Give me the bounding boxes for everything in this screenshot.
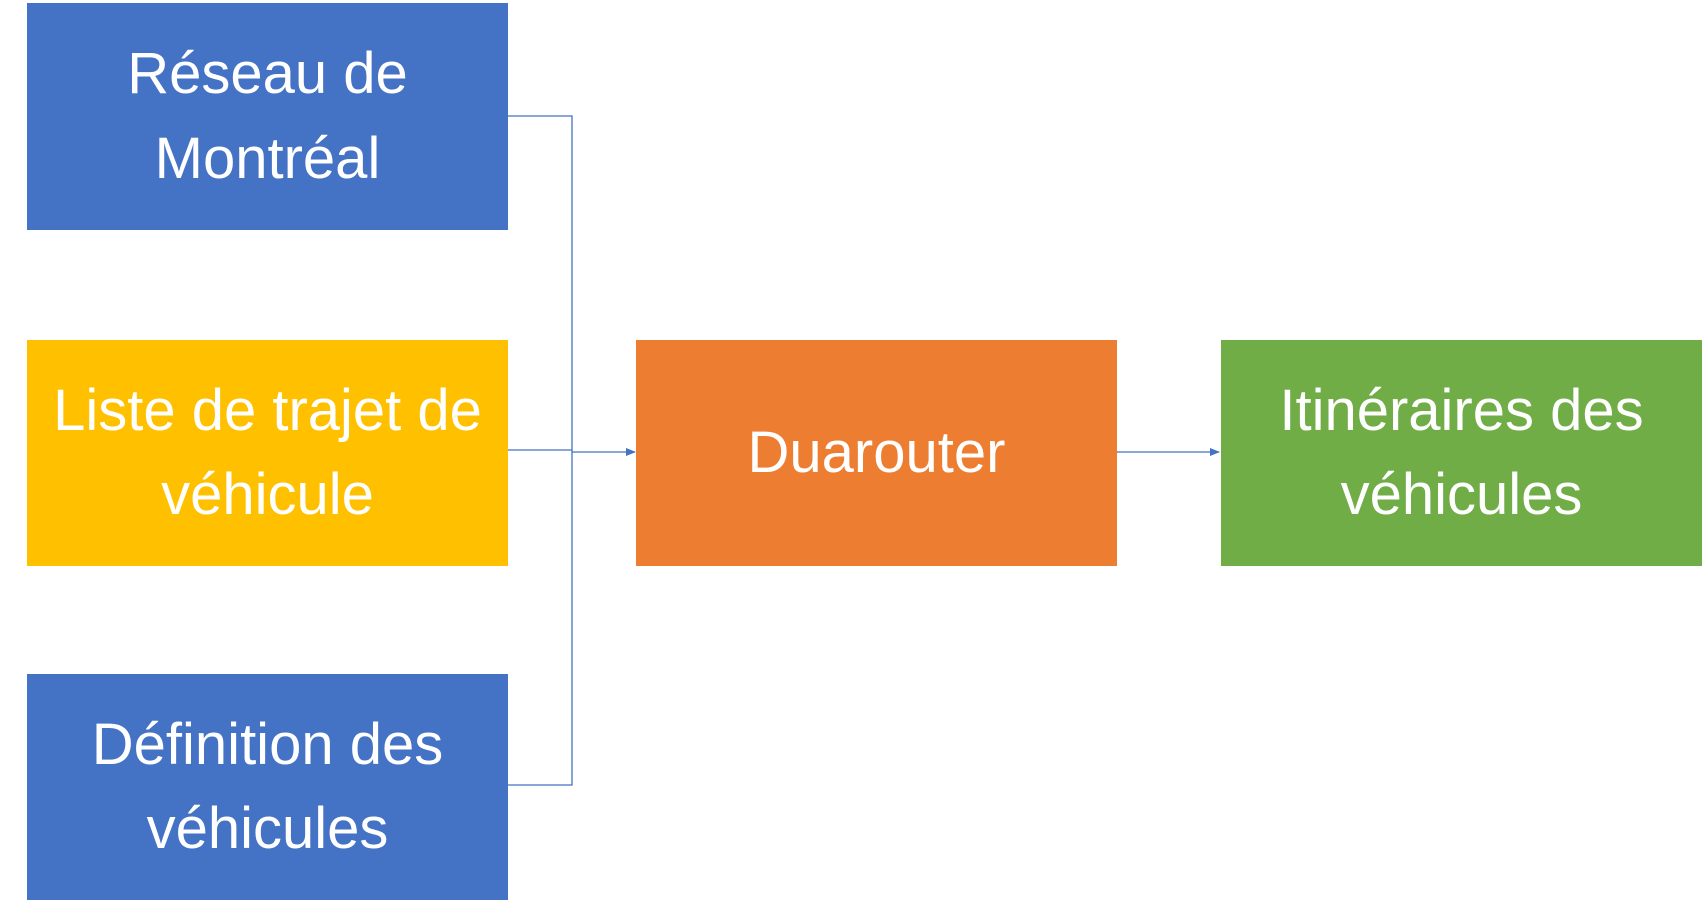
trips-label: Liste de trajet de véhicule xyxy=(53,377,482,527)
duarouter-label: Duarouter xyxy=(747,419,1006,485)
routes-box: Itinéraires des véhicules xyxy=(1221,340,1702,566)
connector-vehdefs-to-duarouter xyxy=(508,452,573,786)
vehicle-definitions-box: Définition des véhicules xyxy=(27,674,508,900)
network-label: Réseau de Montréal xyxy=(127,41,408,191)
connector-network-to-duarouter xyxy=(508,115,573,452)
duarouter-box: Duarouter xyxy=(636,340,1117,566)
trips-box: Liste de trajet de véhicule xyxy=(27,340,508,566)
vehicle-definitions-label: Définition des véhicules xyxy=(91,711,444,861)
network-box: Réseau de Montréal xyxy=(27,3,508,230)
routes-label: Itinéraires des véhicules xyxy=(1279,377,1644,527)
